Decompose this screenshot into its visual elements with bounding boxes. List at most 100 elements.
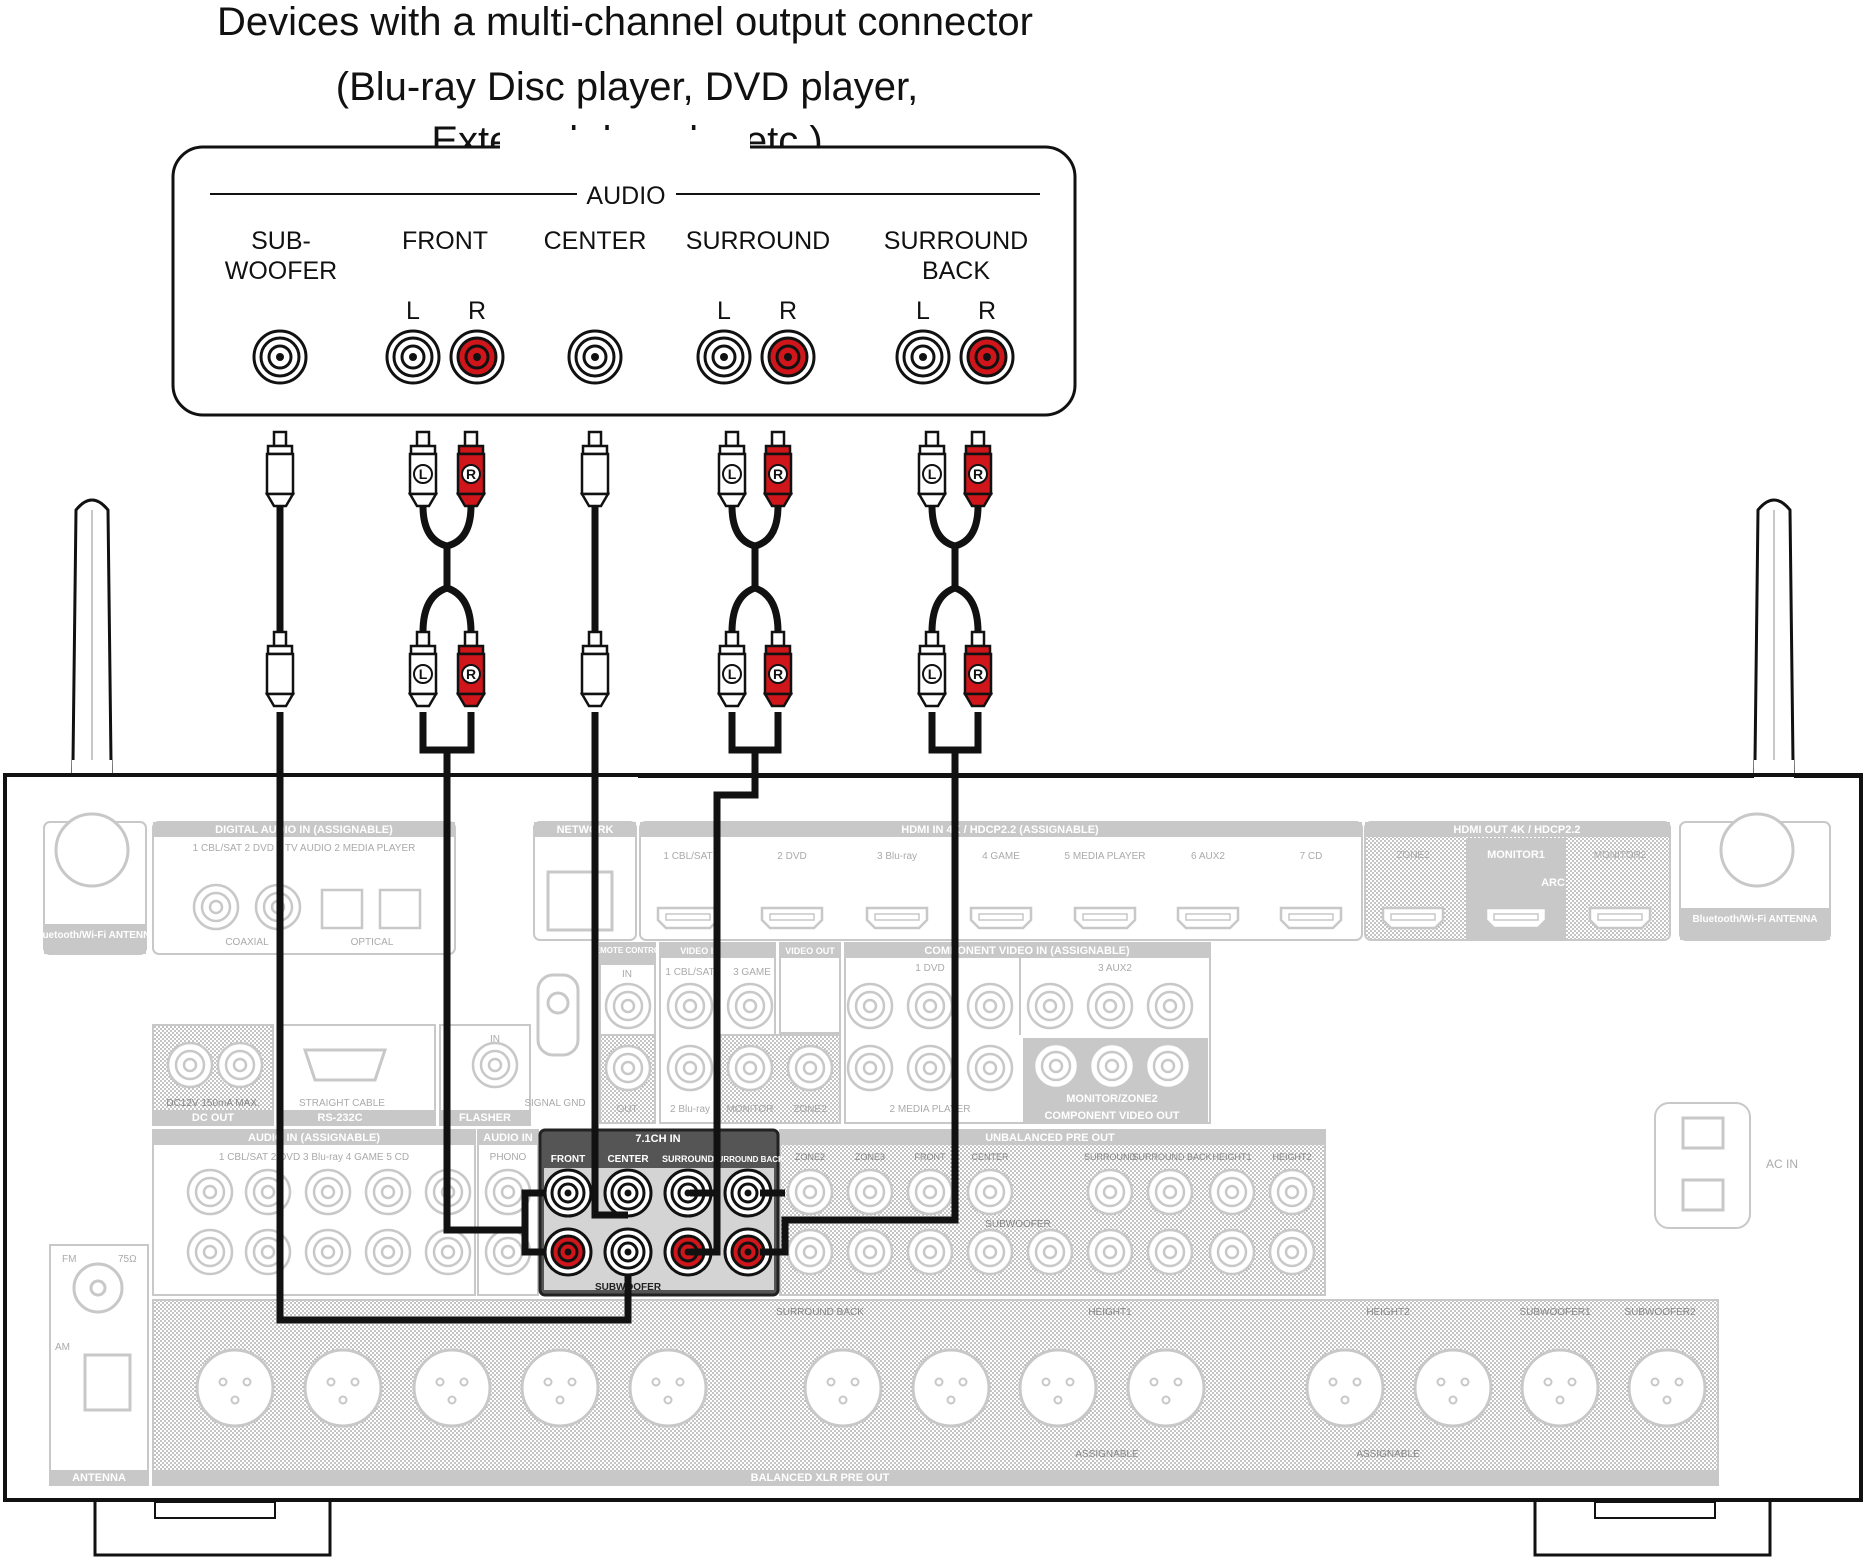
xlr-jack-icon — [412, 1348, 492, 1428]
hdmi-in-port-label: 3 Blu-ray — [877, 851, 917, 862]
audio-in-jack-icon — [304, 1168, 352, 1216]
7ch-surround-label: SURROUND — [662, 1154, 715, 1164]
front-right-route — [521, 1189, 545, 1230]
audio-in-jack-icon — [364, 1168, 412, 1216]
rca-jack-white-icon — [663, 1168, 713, 1218]
subwoofer-label-2: WOOFER — [225, 257, 338, 285]
unbalanced-jack-icon — [1086, 1228, 1134, 1276]
digital-audio-in-ports: 1 CBL/SAT 2 DVD 1 TV AUDIO 2 MEDIA PLAYE… — [193, 843, 416, 854]
antenna-label: ANTENNA — [72, 1472, 126, 1484]
phono-label: PHONO — [490, 1152, 527, 1163]
title-line-1: Devices with a multi-channel output conn… — [217, 0, 1033, 44]
surround-l-label: L — [717, 297, 731, 325]
assignable-label-2: ASSIGNABLE — [1356, 1449, 1420, 1460]
video-in-label: VIDEO IN — [680, 946, 720, 956]
audio-in-jack-icon — [304, 1228, 352, 1276]
front-r-label: R — [468, 297, 486, 325]
xlr-jack-icon — [1627, 1348, 1707, 1428]
audio-in-jack-icon — [186, 1168, 234, 1216]
remote-out-label: OUT — [616, 1104, 637, 1115]
plug-letter: R — [773, 666, 783, 682]
hdmi-in-port-label: 6 AUX2 — [1191, 851, 1225, 862]
plug-letter: R — [973, 466, 983, 482]
flasher-in-label: IN — [490, 1034, 500, 1045]
balanced-height2: HEIGHT2 — [1366, 1307, 1410, 1318]
front-split-bottom — [419, 584, 475, 633]
unbalanced-jack-icon — [846, 1168, 894, 1216]
unbalanced-jack-icon — [1146, 1228, 1194, 1276]
plug-letter: R — [773, 466, 783, 482]
surround-split-top — [728, 505, 782, 550]
surround-route — [690, 750, 759, 1256]
xlr-jack-icon — [1305, 1348, 1385, 1428]
xlr-jack-icon — [628, 1348, 708, 1428]
rca-jack-white-icon — [603, 1168, 653, 1218]
rca-jack-icon — [895, 329, 951, 385]
surround-back-l-label: L — [916, 297, 930, 325]
unbalanced-jack-icon — [1208, 1168, 1256, 1216]
rca-jack-red-icon — [543, 1227, 593, 1277]
hdmi-port-icon — [1176, 906, 1240, 930]
unbalanced-port-label: SURROUND — [1084, 1152, 1137, 1162]
video-in-cbl: 1 CBL/SAT — [665, 967, 714, 978]
receiver-rear-panel: Bluetooth/Wi-Fi ANTENNA DIGITAL AUDIO IN… — [3, 498, 1863, 1557]
surround-split-bottom — [728, 584, 782, 633]
balanced-height1: HEIGHT1 — [1088, 1307, 1132, 1318]
unbalanced-port-label: FRONT — [915, 1152, 946, 1162]
video-in-bluray: 2 Blu-ray — [670, 1104, 710, 1115]
audio-in-jack-icon — [364, 1228, 412, 1276]
center-label: CENTER — [544, 227, 647, 255]
rca-plug-white-icon: L — [407, 430, 439, 508]
unbalanced-port-label: HEIGHT1 — [1212, 1152, 1251, 1162]
phono-header: AUDIO IN — [483, 1132, 533, 1144]
hdmi-in-port-label: 2 DVD — [777, 851, 806, 862]
unbalanced-port-label: CENTER — [971, 1152, 1009, 1162]
surround-r-label: R — [779, 297, 797, 325]
hdmi-out-monitor1: MONITOR1 — [1487, 849, 1545, 861]
monitor-zone2-label: MONITOR/ZONE2 — [1066, 1093, 1157, 1105]
plug-letter: R — [466, 466, 476, 482]
unbalanced-header: UNBALANCED PRE OUT — [985, 1132, 1115, 1144]
center-cable-lower — [591, 712, 628, 1219]
surround-back-split-bottom — [928, 584, 982, 633]
hdmi-in-header: HDMI IN 4K / HDCP2.2 (ASSIGNABLE) — [901, 824, 1099, 836]
front-l-label: L — [406, 297, 420, 325]
plug-letter: R — [973, 666, 983, 682]
audio-in-jack-icon — [186, 1228, 234, 1276]
plug-letter: L — [728, 466, 737, 482]
unbalanced-jack-icon — [1086, 1168, 1134, 1216]
balanced-subwoofer2: SUBWOOFER2 — [1624, 1307, 1696, 1318]
rca-jack-icon — [449, 329, 505, 385]
audio-in-header: AUDIO IN (ASSIGNABLE) — [248, 1132, 380, 1144]
unbalanced-jack-icon — [906, 1228, 954, 1276]
unbalanced-jack-icon — [1146, 1168, 1194, 1216]
fm-ohm-label: 75Ω — [118, 1254, 137, 1265]
unbalanced-port-label: ZONE3 — [855, 1152, 885, 1162]
signal-gnd-label: SIGNAL GND — [524, 1098, 585, 1109]
hdmi-port-icon — [1279, 906, 1343, 930]
video-in-game: 3 GAME — [733, 967, 771, 978]
remote-in-label: IN — [622, 969, 632, 980]
rca-plug-white-icon — [579, 630, 611, 708]
arc-label: ARC — [1541, 877, 1565, 889]
rca-plug-red-icon: R — [762, 430, 794, 508]
rca-plug-white-icon — [264, 630, 296, 708]
title-line-2: (Blu-ray Disc player, DVD player, — [336, 65, 918, 109]
optical-label: OPTICAL — [351, 937, 394, 948]
unbalanced-jack-icon — [846, 1228, 894, 1276]
surround-back-label-2: BACK — [922, 257, 990, 285]
hdmi-port-icon — [969, 906, 1033, 930]
dc-out-spec: DC12V 150mA MAX. — [166, 1098, 259, 1109]
rca-jack-icon — [385, 329, 441, 385]
unbalanced-jack-icon — [966, 1168, 1014, 1216]
surround-bridge — [728, 712, 782, 754]
rca-jack-icon — [567, 329, 623, 385]
rca-plug-white-icon: L — [716, 630, 748, 708]
rca-plug-red-icon: R — [762, 630, 794, 708]
plug-letter: L — [928, 466, 937, 482]
xlr-jack-icon — [911, 1348, 991, 1428]
audio-in-ports: 1 CBL/SAT 2 DVD 3 Blu-ray 4 GAME 5 CD — [219, 1152, 409, 1163]
hdmi-out-header: HDMI OUT 4K / HDCP2.2 — [1453, 824, 1580, 836]
